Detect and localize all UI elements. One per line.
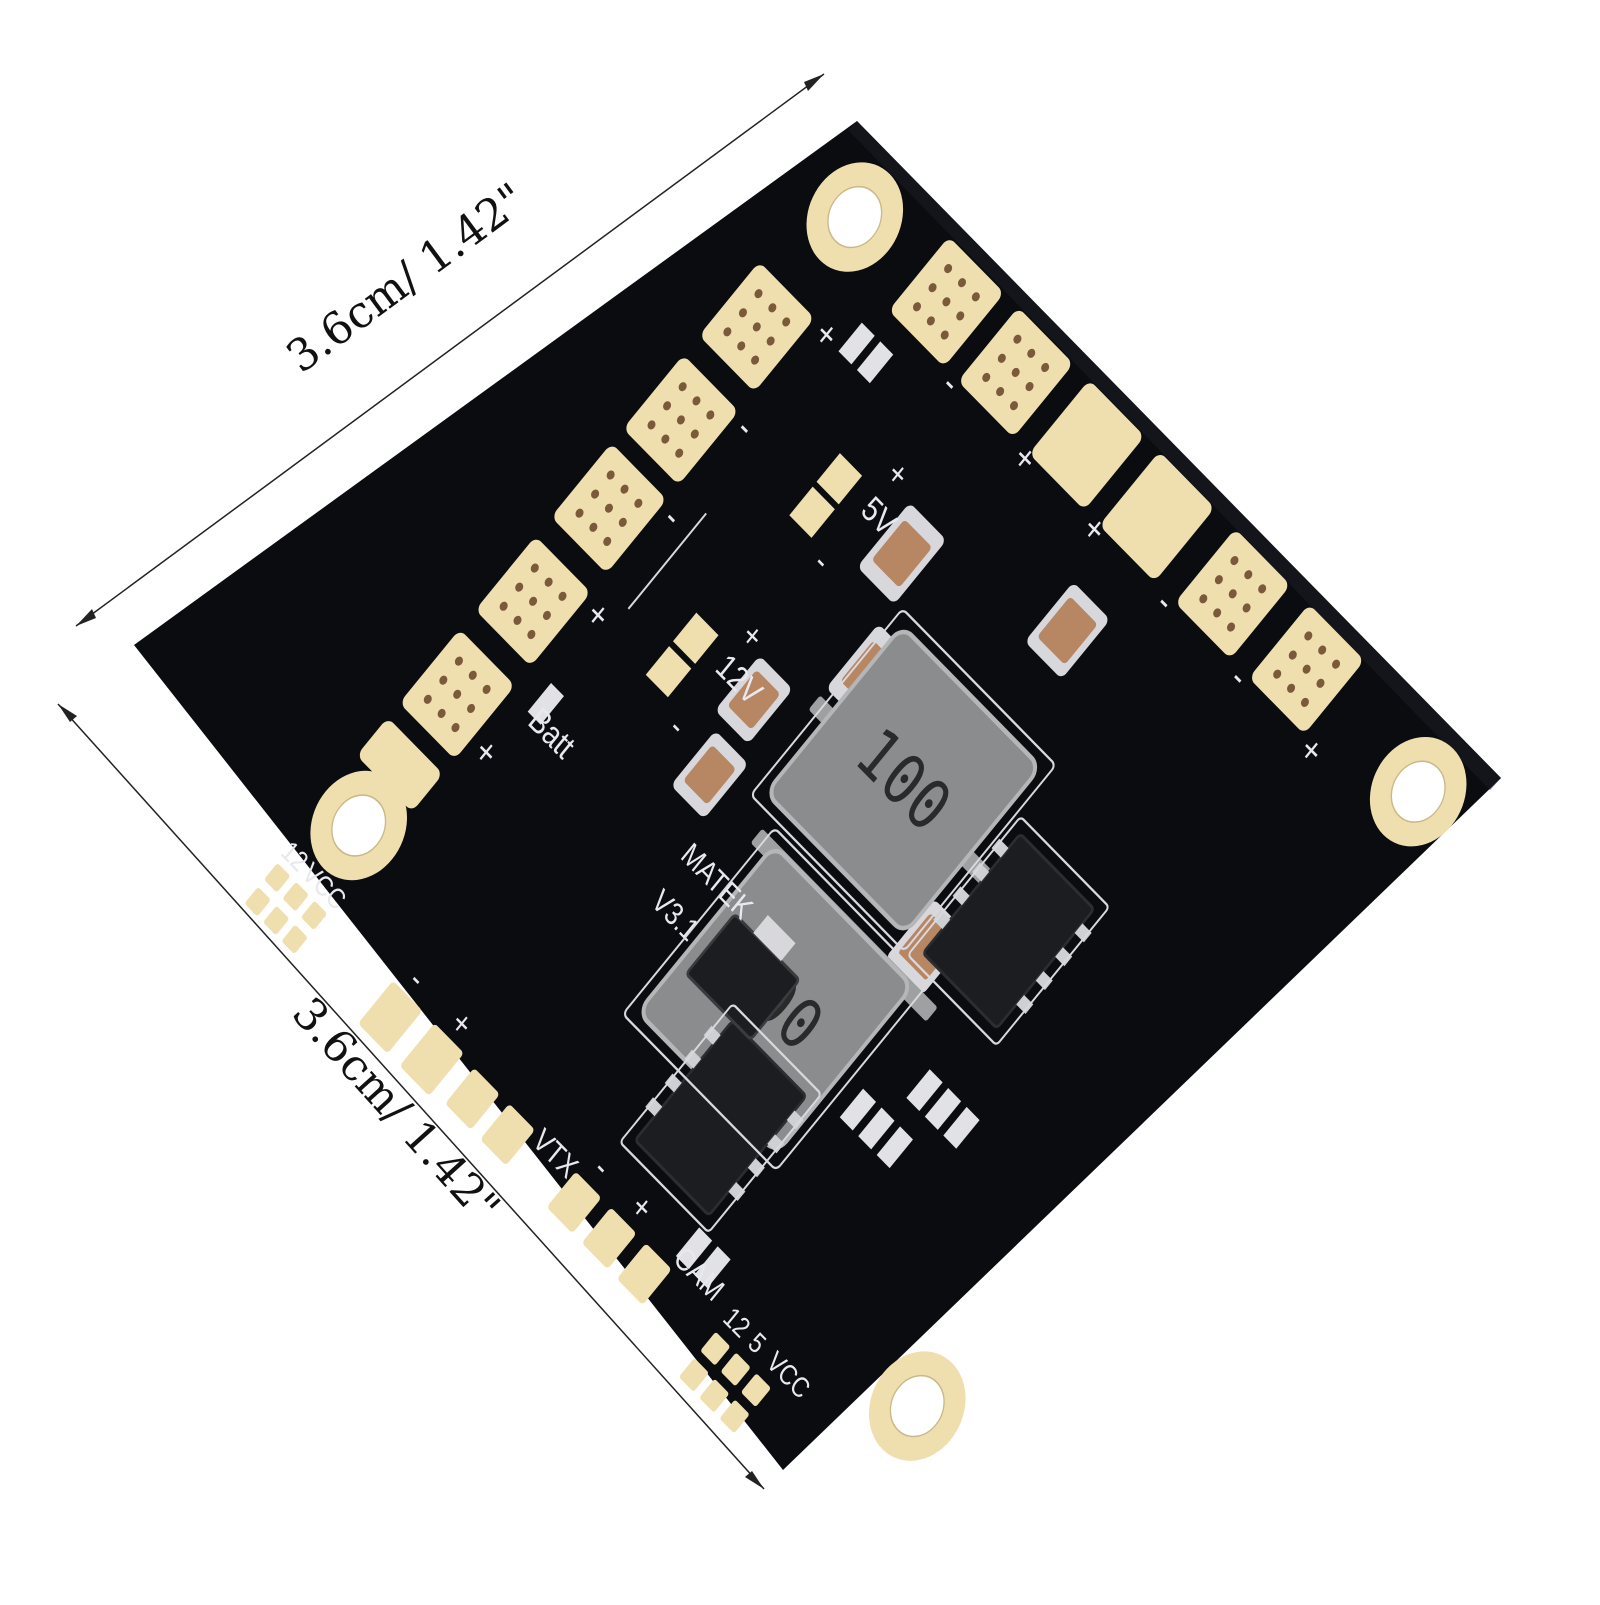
smd-resistors (527, 322, 980, 1289)
vcc-pads-bottom (245, 864, 327, 954)
ic-chip-2 (635, 1021, 806, 1216)
board-surface: 100 100 (245, 162, 1467, 1461)
esc-pad-vias-left (423, 289, 791, 733)
mounting-hole-left (310, 770, 408, 881)
esc-pad-vias-right (912, 264, 1341, 707)
jumper-12v (645, 612, 719, 698)
jumper-5v (789, 453, 863, 538)
signal-pads (359, 982, 771, 1433)
width-dimension-label: 3.6cm/ 1.42" (277, 174, 535, 384)
mounting-hole-bottom (868, 1351, 966, 1461)
mounting-hole-top (806, 162, 904, 272)
regulator (686, 914, 800, 1040)
ic-chip-1 (923, 834, 1094, 1029)
mounting-hole-right (1369, 736, 1467, 847)
inductor-1: 100 (769, 629, 1038, 931)
silkscreen-outlines (620, 512, 1109, 1232)
